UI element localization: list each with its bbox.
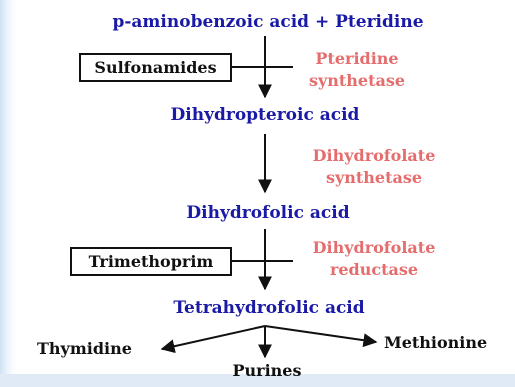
purines-label: Purines: [232, 361, 302, 380]
inhibitor-box-trimethoprim: Trimethoprim: [70, 247, 232, 276]
inhibitor-trimethoprim-label: Trimethoprim: [88, 251, 214, 271]
thymidine-label: Thymidine: [37, 339, 132, 358]
enzyme-step-2-line2: synthetase: [325, 167, 423, 187]
inhibitor-box-sulfonamides: Sulfonamides: [79, 53, 232, 82]
enzyme-dihydrofolate-reductase: Dihydrofolate reductase: [313, 237, 436, 280]
enzyme-dihydrofolate-synthetase: Dihydrofolate synthetase: [313, 145, 436, 188]
arrow-to-methionine: [264, 325, 378, 348]
methionine-label: Methionine: [384, 333, 488, 352]
substrates-label: p-aminobenzoic acid + Pteridine: [112, 12, 424, 32]
slide-left-edge: [0, 0, 20, 387]
enzyme-step-1-line1: Pteridine: [315, 49, 399, 68]
enzyme-pteridine-synthetase: Pteridine synthetase: [309, 48, 405, 91]
enzyme-step-3-line2: reductase: [329, 259, 419, 279]
arrow-to-thymidine: [160, 325, 266, 354]
tetrahydrofolic-acid-label: Tetrahydrofolic acid: [173, 298, 365, 318]
slide-bottom-edge: [0, 374, 515, 387]
dihydropteroic-acid-label: Dihydropteroic acid: [170, 105, 360, 125]
enzyme-step-1-line2: synthetase: [308, 70, 406, 90]
dihydrofolic-acid-label: Dihydrofolic acid: [186, 203, 350, 223]
enzyme-step-2-line1: Dihydrofolate: [312, 146, 436, 165]
enzyme-step-3-line1: Dihydrofolate: [312, 238, 436, 257]
inhibitor-sulfonamides-label: Sulfonamides: [94, 57, 217, 77]
